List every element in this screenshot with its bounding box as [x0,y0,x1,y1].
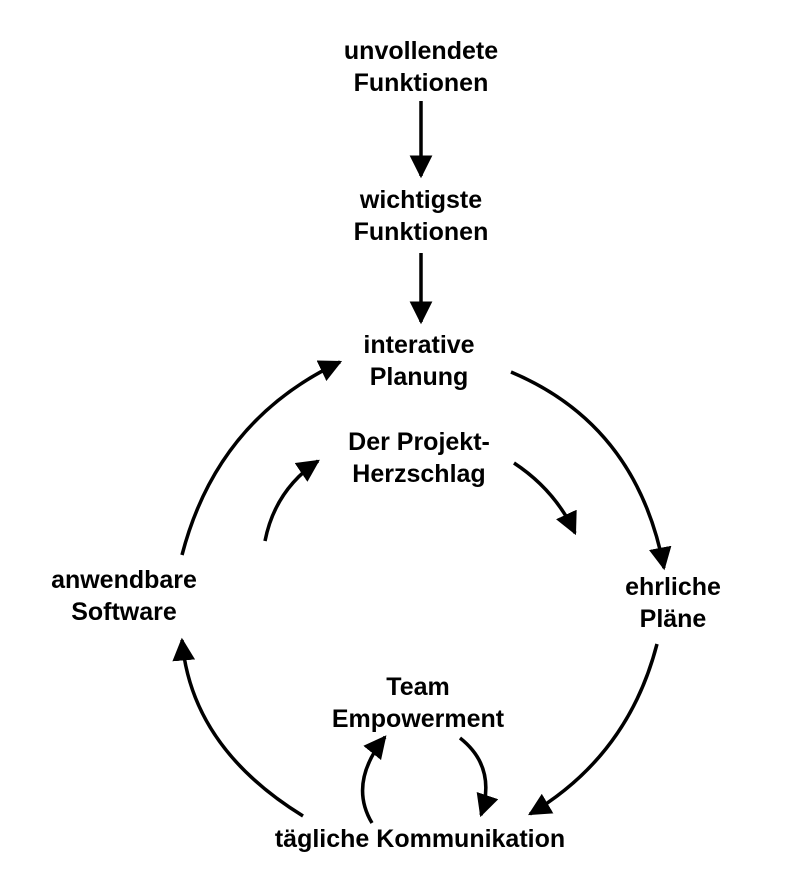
node-iterative-planning-line1: interative [363,331,475,359]
arrow-software-to-planning [180,360,343,556]
node-important-features-line2: Funktionen [353,218,489,246]
node-unfinished-features: unvollendete Funktionen [344,35,498,99]
node-honest-plans: ehrliche Pläne [625,571,721,635]
node-iterative-planning-line2: Planung [369,363,469,391]
node-project-heartbeat: Der Projekt- Herzschlag [348,426,490,490]
node-working-software-line2: Software [71,598,177,626]
arrow-inner-heartbeat-out [513,461,577,536]
node-unfinished-features-line2: Funktionen [353,69,489,97]
node-working-software-line1: anwendbare [51,566,197,594]
arrow-plans-to-communication [528,643,659,816]
node-team-empowerment: Team Empowerment [332,671,504,735]
node-important-features: wichtigste Funktionen [354,184,489,248]
node-daily-communication: tägliche Kommunikation [275,823,565,855]
node-honest-plans-line2: Pläne [639,605,707,633]
node-honest-plans-line1: ehrliche [625,573,721,601]
node-team-empowerment-line2: Empowerment [331,705,505,733]
node-team-empowerment-line1: Team [386,673,450,701]
node-working-software: anwendbare Software [51,564,197,628]
arrow-communication-to-team [360,735,387,824]
arrow-team-to-communication [458,736,499,818]
node-important-features-line1: wichtigste [359,186,483,214]
arrow-planning-to-plans [510,370,672,571]
node-project-heartbeat-line1: Der Projekt- [348,428,490,456]
node-daily-communication-line1: tägliche Kommunikation [274,825,566,853]
arrow-communication-to-software [172,637,304,818]
node-unfinished-features-line1: unvollendete [343,37,499,65]
node-iterative-planning: interative Planung [363,329,474,393]
node-project-heartbeat-line2: Herzschlag [352,460,486,488]
arrow-inner-heartbeat-in [263,459,320,542]
